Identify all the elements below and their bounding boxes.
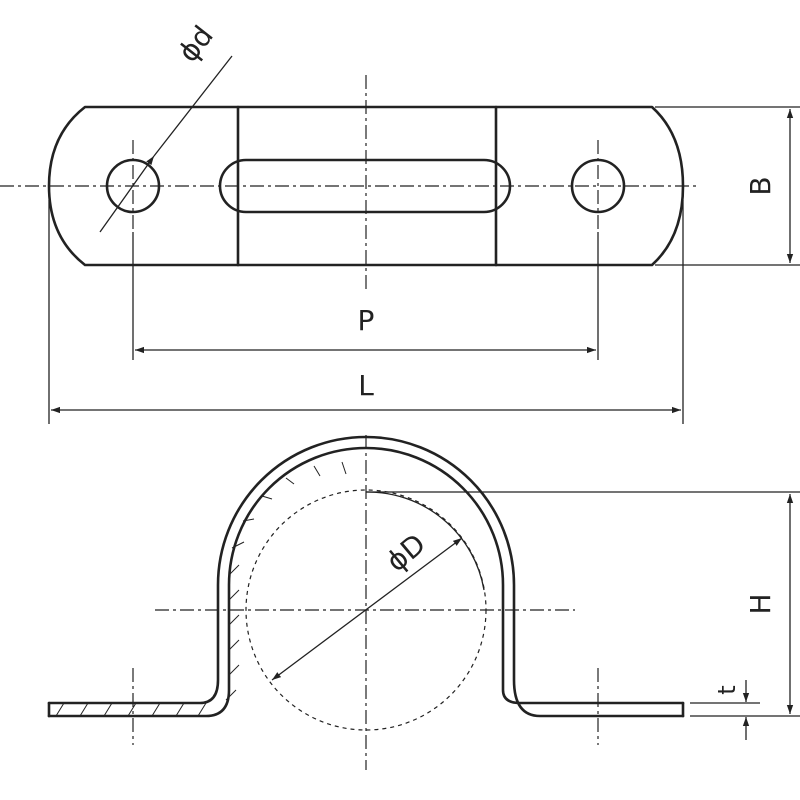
- pipe-diameter-label: ϕD: [380, 527, 432, 578]
- hole-diameter-leader: [153, 55, 233, 157]
- width-label: B: [744, 176, 777, 195]
- pipe-diameter-dimension: ϕD: [271, 527, 463, 681]
- thickness-dimension: t: [690, 680, 760, 740]
- plate-outline: [47, 105, 685, 267]
- strap-inner-face: [365, 491, 485, 591]
- height-label: H: [744, 593, 777, 614]
- hole-diameter-arrow: [99, 155, 155, 233]
- right-mounting-hole: [570, 158, 626, 214]
- length-label: L: [358, 369, 374, 402]
- hole-diameter-label: ϕd: [172, 19, 220, 68]
- pitch-label: P: [358, 304, 375, 337]
- pipe-diameter-dim-line: [271, 537, 463, 681]
- side-view: [47, 435, 685, 770]
- hole-diameter-dimension: ϕd: [99, 19, 233, 233]
- pipe-outline: [245, 489, 487, 731]
- center-slot: [218, 158, 512, 214]
- top-view: [0, 75, 700, 290]
- saddle-outer-edge: [47, 446, 685, 718]
- section-hatching: [55, 461, 347, 717]
- length-dimension: L: [48, 200, 684, 424]
- width-dimension: B: [655, 106, 800, 266]
- saddle-inner-edge: [47, 435, 685, 718]
- height-dimension: H: [366, 491, 800, 717]
- pitch-dimension: P: [132, 232, 599, 360]
- thickness-label: t: [713, 685, 741, 694]
- left-mounting-hole: [105, 158, 161, 214]
